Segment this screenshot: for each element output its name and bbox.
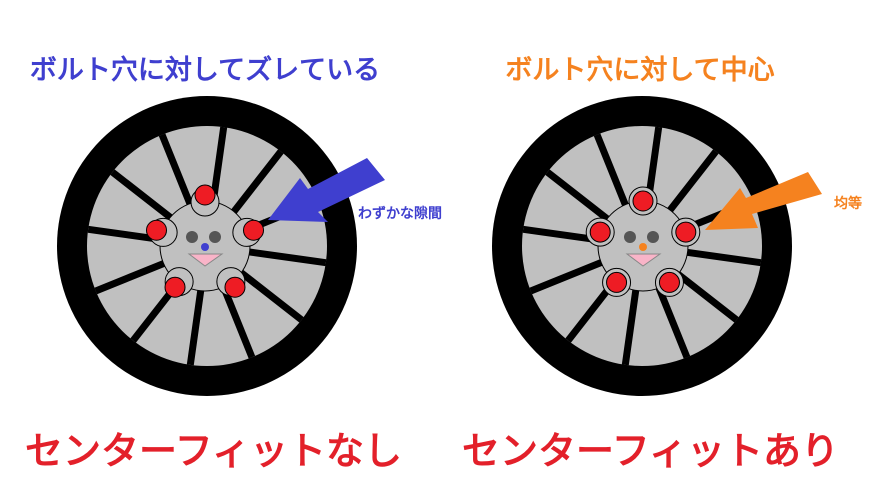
- left-mouth: [187, 253, 224, 267]
- left-lug-nut: [145, 219, 167, 241]
- right-nose: [639, 243, 647, 251]
- left-eye-left: [186, 231, 198, 243]
- right-title: ボルト穴に対して中心: [505, 55, 775, 86]
- left-lug-nut: [224, 276, 246, 298]
- right-spoke: [593, 133, 631, 211]
- right-eye-left: [624, 231, 636, 243]
- left-caption: センターフィットなし: [25, 429, 402, 473]
- left-lug-nut: [164, 276, 186, 298]
- right-lug-nut: [632, 190, 654, 212]
- left-eye-right: [209, 231, 221, 243]
- left-lug-nut: [243, 219, 265, 241]
- right-spoke: [671, 267, 739, 323]
- left-nose: [201, 243, 209, 251]
- right-caption: センターフィットあり: [462, 429, 839, 473]
- left-spoke: [94, 257, 172, 295]
- left-spoke: [158, 133, 196, 211]
- right-lug-nut: [658, 271, 680, 293]
- left-arrow: [268, 158, 385, 222]
- left-spoke: [236, 267, 304, 323]
- right-annotation: 均等: [834, 196, 862, 212]
- left-spoke: [186, 285, 205, 366]
- left-annotation: わずかな隙間: [358, 206, 442, 222]
- left-spoke: [246, 248, 327, 267]
- left-title: ボルト穴に対してズレている: [29, 55, 381, 86]
- right-spoke: [529, 257, 607, 295]
- right-spoke: [681, 248, 762, 267]
- right-lug-nut: [675, 221, 697, 243]
- right-arrow: [705, 172, 822, 230]
- right-eye-right: [647, 231, 659, 243]
- right-spoke: [545, 169, 613, 225]
- left-spoke: [228, 149, 284, 217]
- left-lug-nut: [194, 184, 216, 206]
- right-mouth: [625, 253, 662, 267]
- right-lug-nut: [589, 221, 611, 243]
- right-spoke: [653, 281, 691, 359]
- left-spoke: [110, 169, 178, 225]
- right-spoke: [663, 149, 719, 217]
- right-spoke: [621, 285, 640, 366]
- right-lug-nut: [606, 271, 628, 293]
